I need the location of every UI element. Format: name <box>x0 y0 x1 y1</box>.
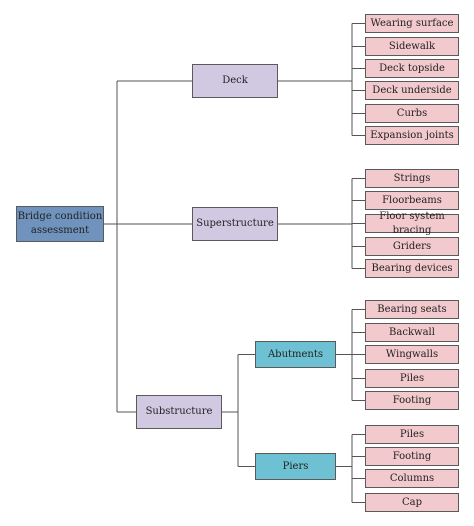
deck-item-label: Wearing surface <box>370 17 454 29</box>
deck-item: Wearing surface <box>365 14 459 33</box>
superstructure-item-label: Griders <box>392 240 432 252</box>
abutments-item: Bearing seats <box>365 300 459 319</box>
piers-item: Piles <box>365 425 459 444</box>
piers-item-label: Piles <box>399 428 425 440</box>
superstructure-item-label: Floorbeams <box>382 194 442 206</box>
piers-item-label: Cap <box>401 496 422 508</box>
deck-item-label: Deck topside <box>379 62 445 74</box>
abutments-item: Footing <box>365 391 459 410</box>
abutments-item-label: Footing <box>392 394 432 406</box>
deck-item: Sidewalk <box>365 37 459 56</box>
superstructure-item: Griders <box>365 237 459 256</box>
superstructure-label: Superstructure <box>196 218 274 229</box>
abutments-node: Abutments <box>255 341 336 368</box>
abutments-item-label: Bearing seats <box>377 303 447 315</box>
superstructure-item: Floor system bracing <box>365 211 459 236</box>
root-node: Bridge condition assessment <box>16 206 104 242</box>
piers-item-label: Columns <box>389 472 435 484</box>
deck-item: Deck topside <box>365 59 459 78</box>
abutments-item-label: Backwall <box>389 326 435 338</box>
deck-item: Curbs <box>365 104 459 123</box>
root-label: Bridge condition assessment <box>17 211 103 236</box>
piers-item: Cap <box>365 493 459 512</box>
deck-item-label: Sidewalk <box>388 40 436 52</box>
superstructure-item: Strings <box>365 169 459 188</box>
abutments-item-label: Wingwalls <box>385 348 439 360</box>
deck-item: Deck underside <box>365 81 459 100</box>
substructure-label: Substructure <box>145 406 213 417</box>
superstructure-node: Superstructure <box>192 207 278 241</box>
superstructure-item-label: Strings <box>393 172 431 184</box>
deck-label: Deck <box>222 75 248 86</box>
superstructure-item: Bearing devices <box>365 259 459 278</box>
abutments-item: Wingwalls <box>365 345 459 364</box>
deck-item: Expansion joints <box>365 126 459 145</box>
deck-item-label: Curbs <box>396 107 428 119</box>
deck-item-label: Expansion joints <box>370 129 454 141</box>
abutments-item-label: Piles <box>399 372 425 384</box>
piers-node: Piers <box>255 453 336 480</box>
substructure-node: Substructure <box>136 395 222 429</box>
superstructure-item: Floorbeams <box>365 191 459 210</box>
abutments-label: Abutments <box>267 348 324 360</box>
deck-item-label: Deck underside <box>372 84 452 96</box>
abutments-item: Piles <box>365 369 459 388</box>
piers-label: Piers <box>282 460 309 472</box>
superstructure-item-label: Floor system bracing <box>379 210 445 236</box>
deck-node: Deck <box>192 64 278 98</box>
piers-item-label: Footing <box>392 450 432 462</box>
piers-item: Columns <box>365 469 459 488</box>
abutments-item: Backwall <box>365 323 459 342</box>
superstructure-item-label: Bearing devices <box>371 262 453 274</box>
piers-item: Footing <box>365 447 459 466</box>
